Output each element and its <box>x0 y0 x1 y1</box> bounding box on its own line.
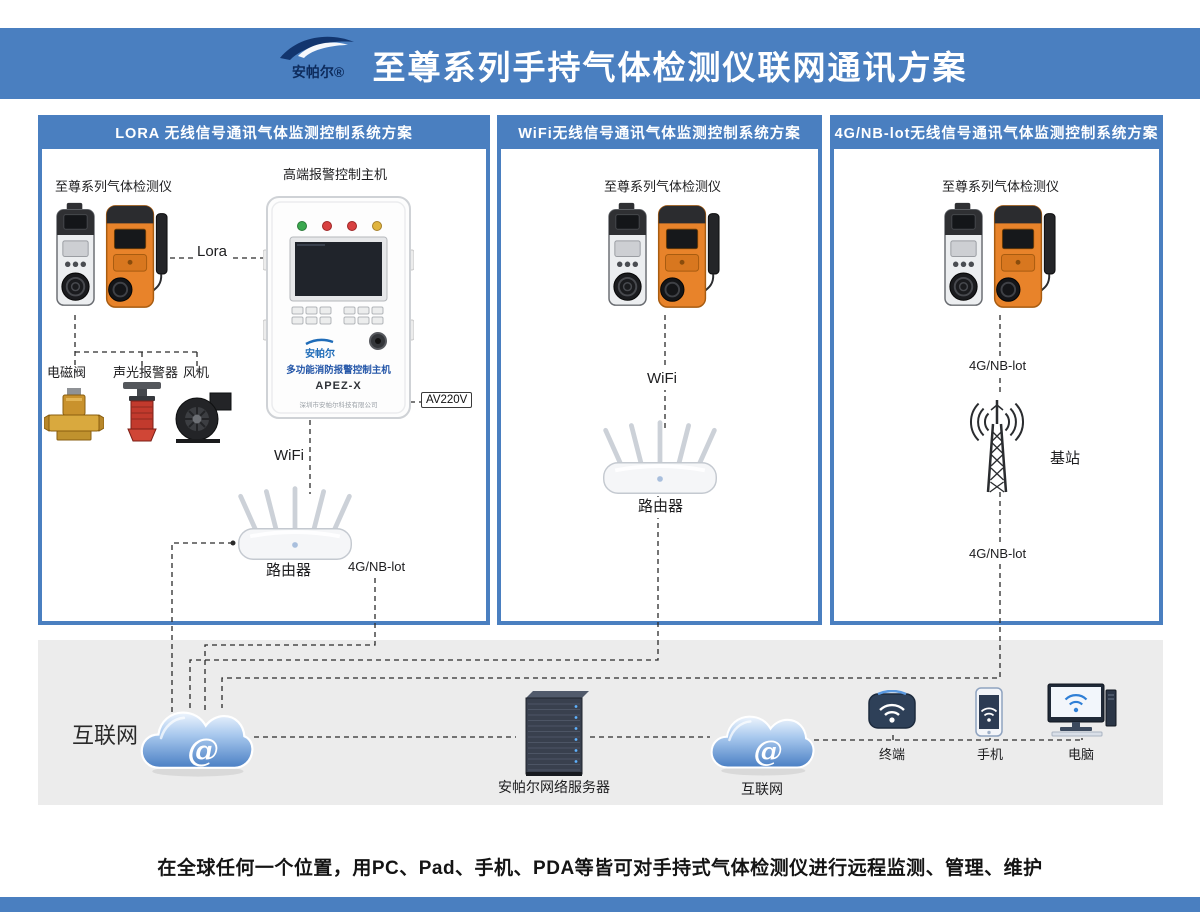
power-label: AV220V <box>421 392 473 408</box>
detector-label: 至尊系列气体检测仪 <box>604 179 722 194</box>
wifi-label: WiFi <box>644 369 680 390</box>
detector-label: 至尊系列气体检测仪 <box>942 179 1060 194</box>
gas-detector-icon <box>944 201 1057 309</box>
pc-label: 电脑 <box>1068 747 1095 762</box>
router-label: 路由器 <box>266 562 312 579</box>
host-model: APEZ-X <box>315 380 361 392</box>
host-company: 深圳市安帕尔科技有限公司 <box>300 400 378 409</box>
panel-4g-title: 4G/NB-lot无线信号通讯气体监测控制系统方案 <box>834 119 1159 149</box>
gas-detector-icon <box>56 201 169 309</box>
wifi-label: WiFi <box>274 447 304 464</box>
computer-icon <box>1047 683 1117 737</box>
at-symbol: @ <box>754 734 783 768</box>
base-station-icon <box>969 400 1025 493</box>
phone-icon <box>975 687 1003 737</box>
fan-icon <box>175 392 232 443</box>
brand-name: 安帕尔® <box>291 64 345 80</box>
alarm-host-icon: 安帕尔 多功能消防报警控制主机 APEZ-X 深圳市安帕尔科技有限公司 <box>263 196 414 419</box>
detector-label: 至尊系列气体检测仪 <box>55 179 173 194</box>
sound-light-alarm-icon <box>123 382 161 442</box>
internet-title: 互联网 <box>72 723 139 748</box>
terminal-icon <box>868 690 916 729</box>
lora-link-label: Lora <box>194 242 231 263</box>
brand-logo-icon <box>280 36 354 60</box>
panel-4g: 4G/NB-lot无线信号通讯气体监测控制系统方案 <box>830 115 1163 625</box>
router-icon <box>233 484 357 562</box>
host-name: 多功能消防报警控制主机 <box>286 364 391 376</box>
footer-bar <box>0 897 1200 912</box>
host-brand: 安帕尔 <box>305 347 335 360</box>
internet-cloud-icon: @ <box>140 711 254 778</box>
solenoid-valve-icon <box>44 388 104 441</box>
router-label: 路由器 <box>635 497 687 518</box>
header-bar: 安帕尔® 至尊系列手持气体检测仪联网通讯方案 <box>0 28 1200 99</box>
page-title: 至尊系列手持气体检测仪联网通讯方案 <box>372 48 968 87</box>
fan-label: 风机 <box>183 365 210 380</box>
phone-label: 手机 <box>977 747 1004 762</box>
cellular-bottom-label: 4G/NB-lot <box>966 545 1030 564</box>
gas-detector-icon <box>608 201 721 309</box>
valve-label: 电磁阀 <box>47 365 87 380</box>
panel-lora: LORA 无线信号通讯气体监测控制系统方案 <box>38 115 490 625</box>
panel-lora-title: LORA 无线信号通讯气体监测控制系统方案 <box>42 119 486 149</box>
server-label: 安帕尔网络服务器 <box>498 779 610 795</box>
station-label: 基站 <box>1050 450 1081 467</box>
cloud2-label: 互联网 <box>741 781 783 797</box>
cellular-top-label: 4G/NB-lot <box>966 357 1030 376</box>
terminal-label: 终端 <box>879 747 906 762</box>
alarm-label: 声光报警器 <box>113 365 179 380</box>
server-icon <box>525 691 589 776</box>
router-icon <box>598 418 722 496</box>
caption: 在全球任何一个位置，用PC、Pad、手机、PDA等皆可对手持式气体检测仪进行远程… <box>157 858 1043 879</box>
host-label: 高端报警控制主机 <box>283 167 388 182</box>
panel-wifi-title: WiFi无线信号通讯气体监测控制系统方案 <box>501 119 818 149</box>
internet-cloud-icon: @ <box>710 715 815 777</box>
at-symbol: @ <box>187 732 219 769</box>
cellular-label: 4G/NB-lot <box>348 559 406 574</box>
